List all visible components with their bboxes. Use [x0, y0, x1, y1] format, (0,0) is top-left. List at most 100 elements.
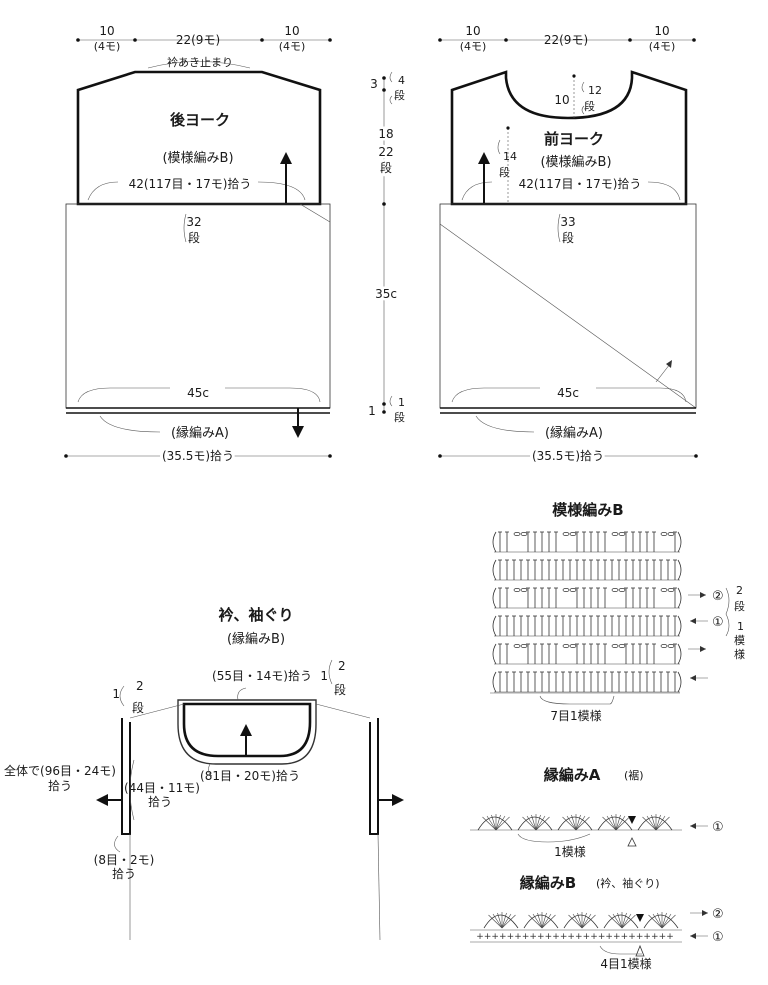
shell-spoke-mark — [655, 816, 670, 831]
shell-spoke-mark — [495, 814, 501, 831]
chain-stitch-mark — [611, 644, 619, 648]
shell-spoke-mark — [531, 814, 537, 831]
shell-stitch-mark — [523, 914, 559, 929]
shell-stitch-mark — [597, 816, 633, 831]
shell-spoke-mark — [581, 914, 596, 929]
shell-spoke-mark — [528, 914, 543, 929]
turning-chain-right — [677, 615, 682, 637]
back-piece: 10 (4モ) 22(9モ) 10 (4モ) 衿あき止まり 後ヨーク (模様編み… — [64, 24, 332, 466]
front-edge-label: (縁編みA) — [545, 425, 603, 441]
shell-spoke-mark — [606, 815, 617, 831]
shell-spoke-mark — [648, 914, 663, 929]
back-yoke-pickup: 42(117目・17モ)拾う — [129, 176, 252, 191]
shell-stitch-mark — [557, 816, 593, 831]
scale-yoke-rows-unit: 段 — [380, 160, 392, 175]
back-top-right-motifs: (4モ) — [279, 40, 306, 53]
turning-chain-right — [677, 671, 682, 693]
shell-spoke-mark — [621, 912, 627, 929]
back-body-rows-unit: 段 — [188, 230, 200, 245]
back-edge-label: (縁編みA) — [171, 425, 229, 441]
shell-spoke-mark — [581, 912, 587, 929]
stitch-b-pattern-unit-2: 様 — [734, 647, 745, 661]
front-body-rows: 33 — [560, 215, 575, 229]
collar-left-rows: 1 — [112, 687, 120, 701]
back-yoke-title: 後ヨーク — [169, 111, 230, 129]
collar-left-rows-sub: 2 — [136, 679, 144, 693]
front-neck-rows: 12 — [588, 84, 602, 97]
single-crochet-mark: + — [514, 932, 522, 942]
shell-spoke-mark — [491, 814, 497, 831]
chain-stitch-mark — [562, 644, 570, 648]
front-top-left-motifs: (4モ) — [460, 40, 487, 53]
shell-spoke-mark — [655, 815, 666, 831]
shell-stitch-mark — [637, 816, 673, 831]
scale-bottom-rows: 1 — [398, 396, 405, 409]
chain-stitch-mark — [611, 532, 619, 536]
collar-armhole-diagram: 衿、袖ぐり (縁編みB) (55目・14モ)拾う (81目・20モ)拾う 2 1… — [4, 606, 404, 941]
collar-underarm-sub: 拾う — [112, 866, 136, 881]
front-yoke-pickup: 42(117目・17モ)拾う — [519, 176, 642, 191]
single-crochet-mark: + — [628, 932, 636, 942]
single-crochet-mark: + — [575, 932, 583, 942]
edge-b-title: 縁編みB — [520, 874, 576, 892]
stitch-b-pattern-unit-1: 模 — [734, 634, 745, 647]
edge-b-note: (衿、袖ぐり) — [596, 876, 660, 890]
stitch-chart-b: 模様編みB 7目1模様 ② ① 2 段 1 模 様 — [490, 501, 745, 723]
back-body-rows: 32 — [186, 215, 201, 229]
single-crochet-mark: + — [537, 932, 545, 942]
shell-spoke-mark — [581, 913, 592, 929]
shell-stitch-mark — [643, 914, 679, 929]
front-body-width: 45c — [557, 386, 579, 400]
turning-chain-right — [677, 643, 682, 665]
shell-spoke-mark — [655, 814, 661, 831]
front-bottom-pickup: (35.5モ)拾う — [532, 448, 604, 463]
single-crochet-mark: + — [507, 932, 515, 942]
collar-title: 衿、袖ぐり — [218, 606, 293, 624]
edge-a-repeat: 1模様 — [554, 845, 586, 859]
front-side-rows: 14 — [503, 150, 517, 163]
front-yoke-title: 前ヨーク — [544, 130, 604, 148]
shell-spoke-mark — [535, 816, 550, 831]
single-crochet-mark: + — [522, 932, 530, 942]
shell-spoke-mark — [492, 913, 503, 929]
chain-stitch-mark — [618, 588, 626, 592]
edge-a-title: 縁編みA — [544, 766, 601, 784]
collar-total: 全体で(96目・24モ) — [4, 763, 116, 778]
scale-bottom-number: 1 — [368, 404, 376, 418]
front-body-rows-unit: 段 — [562, 230, 574, 245]
single-crochet-mark: + — [567, 932, 575, 942]
shell-spoke-mark — [535, 814, 541, 831]
neck-opening-outline — [182, 702, 312, 758]
stitch-b-pattern-count: 1 — [737, 620, 744, 633]
stitch-b-row2: ② — [712, 589, 724, 604]
single-crochet-mark: + — [643, 932, 651, 942]
turning-chain-left — [492, 615, 497, 637]
shell-spoke-mark — [621, 914, 636, 929]
front-neck-depth: 10 — [554, 93, 569, 107]
edge-b-repeat: 4目1模様 — [600, 957, 651, 971]
edge-a-note: (裾) — [624, 768, 644, 782]
single-crochet-mark: + — [545, 932, 553, 942]
shell-spoke-mark — [611, 814, 617, 831]
edge-b-row2: ② — [712, 907, 724, 922]
edge-b-row1: ① — [712, 930, 724, 945]
shell-spoke-mark — [541, 912, 547, 929]
chain-stitch-mark — [660, 644, 668, 648]
front-top-mid-width: 22(9モ) — [544, 33, 588, 47]
shell-stitch-mark — [603, 914, 639, 929]
shell-spoke-mark — [482, 816, 497, 831]
center-scale: 3 4 段 18 22 段 35c 1 1 段 — [368, 71, 405, 424]
back-top-right-width: 10 — [284, 24, 299, 38]
chain-stitch-mark — [667, 644, 675, 648]
stitch-b-title: 模様編みB — [552, 501, 623, 519]
collar-front-neck-pickup: (81目・20モ)拾う — [200, 768, 300, 783]
shell-spoke-mark — [495, 815, 506, 831]
collar-subtitle: (縁編みB) — [227, 631, 285, 647]
scale-top-number: 3 — [370, 77, 378, 91]
shell-spoke-mark — [612, 913, 623, 929]
shell-spoke-mark — [495, 816, 510, 831]
shell-spoke-mark — [575, 816, 590, 831]
scale-yoke-rows: 22 — [378, 145, 393, 159]
single-crochet-mark: + — [491, 932, 499, 942]
stitch-b-grid — [492, 531, 682, 693]
